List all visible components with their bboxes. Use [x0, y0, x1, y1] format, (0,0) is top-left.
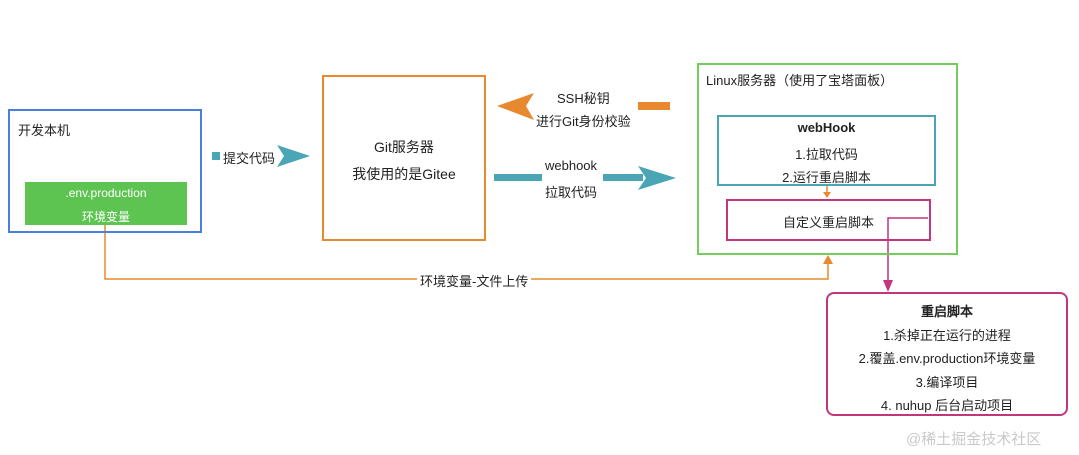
restart-script-step3: 3.编译项目: [915, 375, 979, 390]
webhook-arrow-shaft: [603, 174, 643, 181]
script-to-restart-line: [887, 217, 928, 284]
watermark: @稀土掘金技术社区: [906, 431, 1042, 448]
env-file-label: .env.production: [65, 186, 147, 200]
ssh-label-line1: SSH秘钥: [557, 91, 610, 106]
webhook-to-script-head: [823, 192, 831, 198]
restart-script-step2: 2.覆盖.env.production环境变量: [858, 351, 1036, 366]
webhook-box-title: webHook: [797, 120, 856, 135]
dev-machine-title: 开发本机: [18, 123, 71, 138]
env-upload-arrow-head: [823, 255, 833, 264]
script-to-restart-head: [883, 280, 893, 292]
webhook-label-line2: 拉取代码: [545, 185, 598, 200]
linux-server-title: Linux服务器（使用了宝塔面板）: [706, 73, 894, 88]
commit-arrow-head: [277, 145, 310, 167]
git-server-box: Git服务器 我使用的是Gitee: [322, 75, 486, 241]
webhook-box: webHook 1.拉取代码 2.运行重启脚本: [717, 115, 936, 186]
dev-machine-box: 开发本机 .env.production 环境变量: [8, 109, 202, 233]
webhook-box-step2: 2.运行重启脚本: [782, 170, 871, 185]
linux-server-box: Linux服务器（使用了宝塔面板） webHook 1.拉取代码 2.运行重启脚…: [697, 63, 958, 255]
env-upload-label: 环境变量-文件上传: [417, 271, 532, 290]
webhook-box-step1: 1.拉取代码: [795, 147, 858, 162]
custom-script-label: 自定义重启脚本: [782, 215, 874, 230]
ssh-label-line2: 进行Git身份校验: [536, 114, 631, 129]
commit-arrow-stub: [212, 152, 220, 160]
webhook-arrow-head: [638, 166, 676, 190]
ssh-arrow-head: [497, 93, 534, 120]
commit-label: 提交代码: [223, 151, 276, 166]
restart-script-step4: 4. nuhup 后台启动项目: [880, 398, 1014, 413]
restart-script-step1: 1.杀掉正在运行的进程: [883, 328, 1011, 343]
restart-script-title: 重启脚本: [920, 304, 973, 319]
ssh-arrow-tail: [638, 102, 670, 110]
webhook-arrow-tail: [494, 174, 542, 181]
env-file-box: .env.production 环境变量: [25, 182, 187, 225]
webhook-label-line1: webhook: [545, 158, 598, 173]
git-server-line2: 我使用的是Gitee: [352, 166, 456, 182]
restart-script-box: 重启脚本 1.杀掉正在运行的进程 2.覆盖.env.production环境变量…: [826, 292, 1068, 416]
git-server-line1: Git服务器: [374, 139, 434, 155]
custom-script-box: 自定义重启脚本: [726, 199, 931, 241]
env-vars-label: 环境变量: [81, 210, 130, 224]
